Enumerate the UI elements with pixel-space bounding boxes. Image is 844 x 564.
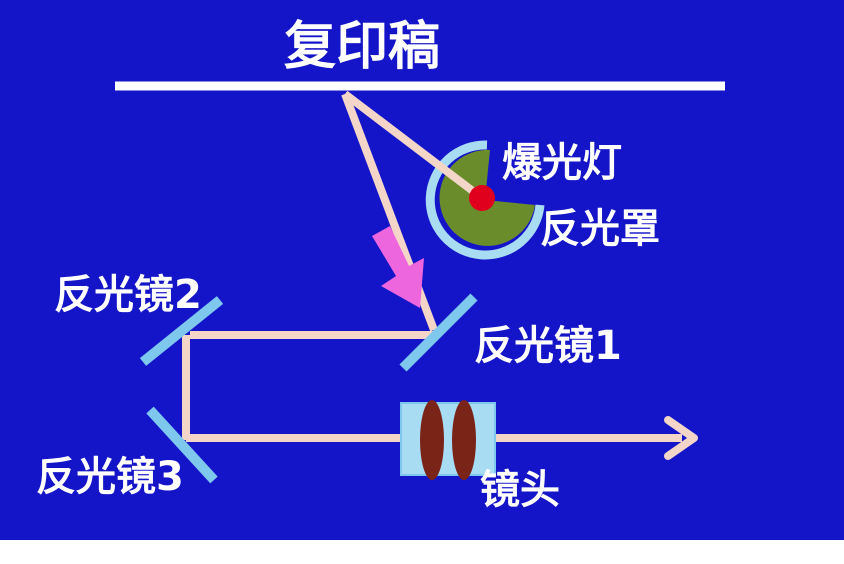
label-lens: 镜头 <box>480 467 560 513</box>
mirror-1 <box>399 293 478 372</box>
label-exposure-lamp: 爆光灯 <box>502 140 622 186</box>
copier-optics-diagram: 复印稿 爆光 <box>36 17 725 513</box>
mirror-2 <box>139 296 224 366</box>
label-mirror-2: 反光镜2 <box>54 272 202 318</box>
title-text: 复印稿 <box>284 17 440 77</box>
exposure-lamp-icon <box>469 185 495 211</box>
label-mirror-1: 反光镜1 <box>474 323 622 369</box>
label-reflector: 反光罩 <box>540 206 660 252</box>
reflector-shade-inner-icon <box>439 149 535 246</box>
diagram-frame: 复印稿 爆光 <box>0 0 844 540</box>
lens-icon <box>400 400 496 480</box>
reflector-shade-outer-icon <box>425 140 545 260</box>
motion-arrow-icon <box>372 226 424 308</box>
label-mirror-3: 反光镜3 <box>36 454 184 500</box>
mirror-3 <box>146 406 218 484</box>
light-path-lamp-to-document <box>342 90 485 202</box>
output-arrowhead-icon <box>664 416 698 460</box>
